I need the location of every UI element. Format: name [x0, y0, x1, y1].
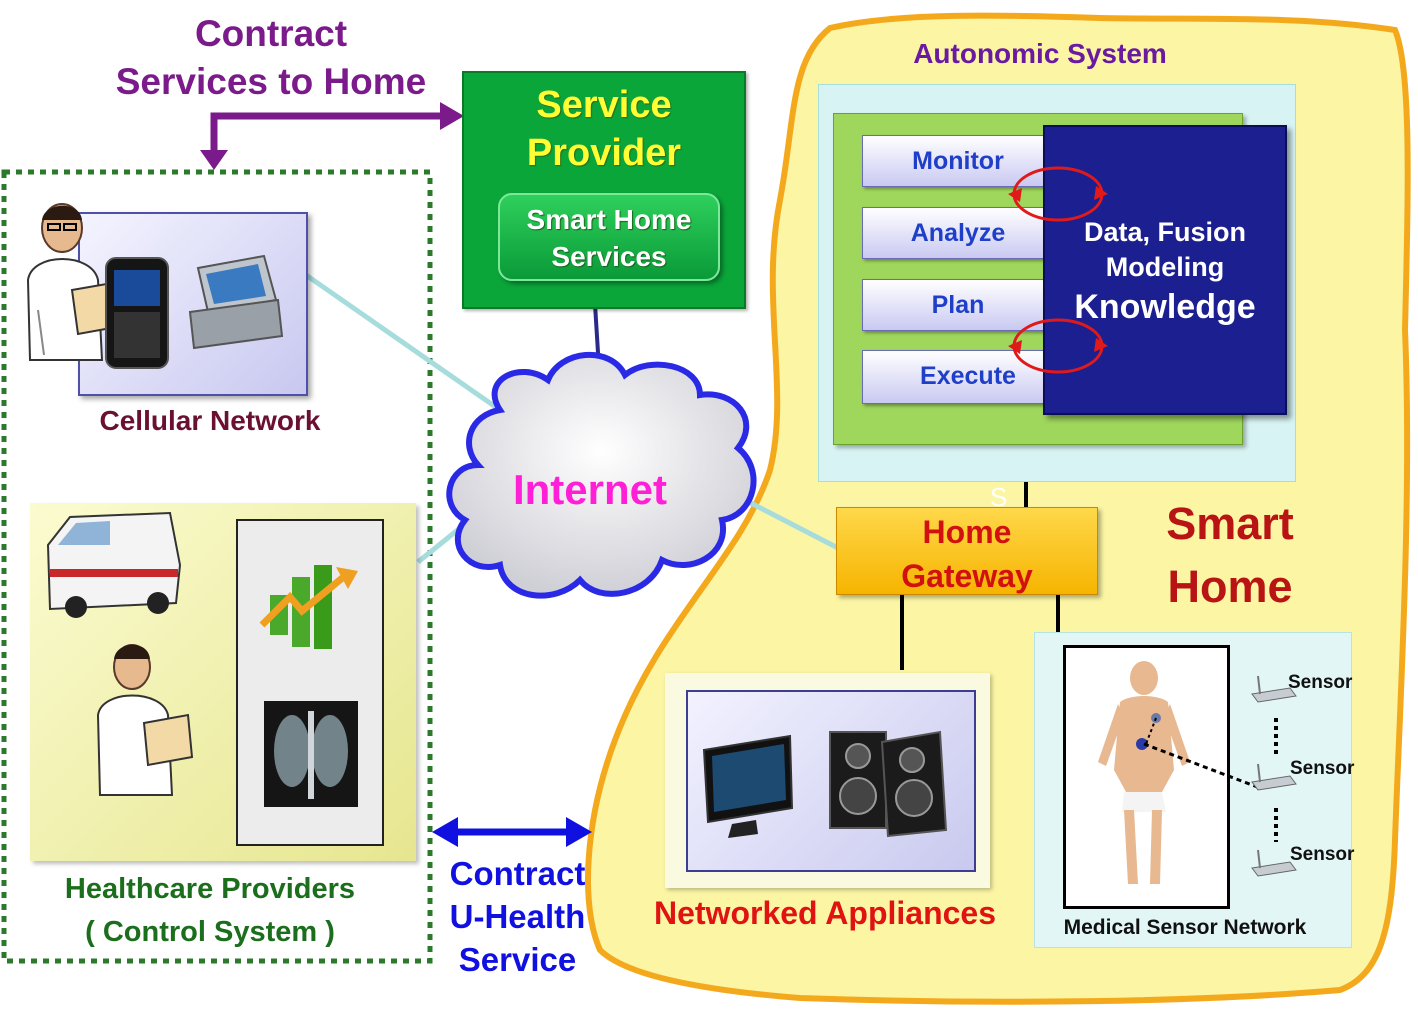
smart-home-services-line1: Smart Home [526, 204, 692, 235]
monitor-icon [702, 734, 794, 838]
knowledge-line3: Knowledge [1074, 288, 1256, 326]
internet-label: Internet [512, 466, 667, 513]
sensor-label-3: Sensor [1290, 844, 1355, 865]
contract-uhealth-line1: Contract [449, 855, 586, 892]
healthcare-label: Healthcare Providers ( Control System ) [20, 868, 400, 954]
cycle-arrow-icon [1008, 318, 1108, 374]
medical-sensor-label: Medical Sensor Network [1063, 916, 1307, 939]
contract-uhealth-line2: U-Health [449, 898, 586, 935]
growth-chart-icon [259, 565, 358, 649]
appliances-illustration [702, 730, 948, 838]
contract-services-line2: Services to Home [115, 61, 427, 102]
gateway-line1: Home [922, 514, 1012, 550]
healthcare-illustration [46, 511, 358, 807]
cellular-network-label: Cellular Network [99, 405, 321, 436]
internet-cloud [446, 351, 757, 599]
smart-home-services-line2: Services [551, 241, 667, 272]
link-cellular-internet [304, 272, 502, 413]
analyze-button[interactable]: Analyze [862, 207, 1054, 259]
xray-icon [264, 701, 358, 807]
contract-services-label: Contract Services to Home [96, 10, 446, 106]
smart-home-services-box: Smart Home Services [498, 193, 720, 281]
pda-icon [188, 254, 284, 350]
link-internet-gateway [743, 497, 840, 551]
execute-button[interactable]: Execute [862, 350, 1074, 404]
knowledge-line2: Modeling [1105, 252, 1225, 282]
sensor-illustration [1098, 661, 1297, 884]
service-provider-line2: Provider [526, 132, 682, 174]
cycle-arrow-icon [1008, 166, 1108, 222]
human-body-icon [1098, 661, 1261, 884]
router-icon [1251, 675, 1297, 703]
sensor-label-2: Sensor [1290, 758, 1355, 779]
speaker-icon [829, 731, 887, 829]
sensor-label-1: Sensor [1288, 672, 1353, 693]
contract-uhealth-label: Contract U-Health Service [430, 852, 605, 981]
ambulance-icon [46, 511, 182, 618]
autonomic-title: Autonomic System [913, 38, 1167, 69]
healthcare-line1: Healthcare Providers [64, 873, 356, 905]
doctor-icon [96, 644, 194, 796]
speaker-icon [880, 730, 948, 838]
smart-home-line2: Home [1167, 561, 1293, 612]
healthcare-boundary [1, 169, 433, 964]
smart-home-line1: Smart [1166, 498, 1294, 549]
gateway-stray-letter: S [990, 482, 1008, 512]
router-icon [1251, 849, 1297, 877]
appliances-label: Networked Appliances [653, 895, 996, 931]
smartphone-icon [105, 257, 169, 369]
gateway-line2: Gateway [901, 558, 1033, 594]
smart-home-label: Smart Home [1140, 492, 1320, 618]
contract-services-line1: Contract [194, 13, 348, 54]
plan-button[interactable]: Plan [862, 279, 1054, 331]
feedback-loops [1008, 166, 1108, 374]
contract-services-arrow [200, 102, 464, 170]
home-gateway-box: Home Gateway [836, 507, 1098, 595]
healthcare-line2: ( Control System ) [85, 916, 335, 948]
service-provider-line1: Service [536, 84, 672, 126]
contract-uhealth-arrow [432, 817, 592, 847]
cellular-illustration [26, 203, 284, 369]
router-icon [1251, 763, 1297, 791]
contract-uhealth-line3: Service [458, 941, 577, 978]
knowledge-line1: Data, Fusion [1083, 217, 1246, 247]
